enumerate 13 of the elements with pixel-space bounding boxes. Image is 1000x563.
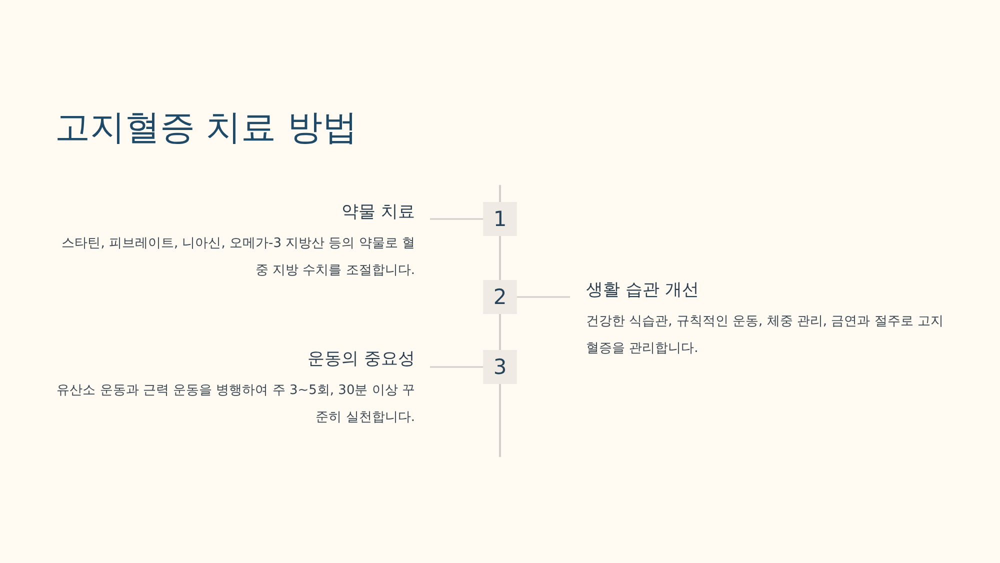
- connector-line: [517, 296, 570, 298]
- connector-line: [430, 218, 483, 220]
- step-description: 건강한 식습관, 규칙적인 운동, 체중 관리, 금연과 절주로 고지혈증을 관리합니다.: [586, 313, 944, 358]
- step-heading: 운동의 중요성: [306, 348, 415, 370]
- step-number: 2: [483, 280, 517, 314]
- step-heading: 생활 습관 개선: [586, 279, 700, 301]
- connector-line: [430, 366, 483, 368]
- title: 고지혈증 치료 방법: [55, 107, 358, 150]
- step-number: 1: [483, 202, 517, 236]
- step-number: 3: [483, 350, 517, 384]
- step-heading: 약물 치료: [340, 201, 415, 223]
- step-description: 스타틴, 피브레이트, 니아신, 오메가-3 지방산 등의 약물로 혈중 지방 수치를 조절합니다.: [60, 235, 415, 280]
- step-description: 유산소 운동과 근력 운동을 병행하여 주 3~5회, 30분 이상 꾸준히 실천합니다.: [56, 382, 415, 427]
